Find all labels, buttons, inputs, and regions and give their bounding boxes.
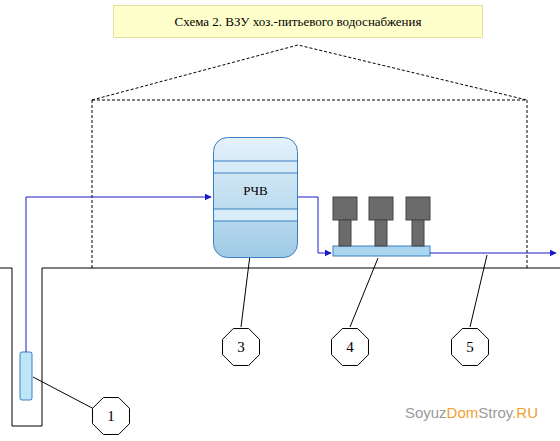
pump-group [333, 197, 430, 246]
building-outline [92, 45, 527, 268]
tank-label: РЧВ [243, 183, 267, 199]
octagon-outline [332, 329, 369, 366]
leader-lines [33, 255, 487, 409]
watermark-text: Soyuz [405, 404, 447, 421]
callout-number: 1 [107, 408, 115, 425]
supply-pipe [26, 197, 211, 352]
octagon-outline [93, 398, 130, 435]
leader-line [241, 258, 250, 327]
watermark: SoyuzDomStroy.RU [405, 404, 538, 421]
suction-pipe [298, 197, 331, 253]
tank-body [214, 138, 298, 258]
leader-line [350, 258, 378, 327]
callout-octagon: 1 [91, 396, 131, 436]
pump-body [375, 220, 387, 246]
wall-line [92, 100, 93, 268]
wall-line [527, 100, 528, 268]
watermark-text: .RU [512, 404, 538, 421]
leader-line [470, 255, 487, 327]
ceiling-line [92, 100, 527, 101]
diagram-title: Схема 2. ВЗУ хоз.-питьевого водоснабжени… [175, 14, 422, 30]
callout-number: 5 [466, 339, 474, 356]
tank-band [214, 209, 298, 221]
roof-line [92, 45, 527, 100]
pump-motor [369, 197, 393, 220]
leader-line [33, 377, 94, 409]
tank-node: РЧВ [213, 137, 298, 258]
callout-octagon: 5 [450, 327, 490, 367]
callout-number: 4 [346, 339, 354, 356]
pump-manifold [333, 246, 430, 256]
ground-and-well [0, 268, 560, 426]
tank-band [214, 161, 298, 173]
pump-body [412, 220, 424, 246]
pump-motor [333, 197, 357, 220]
title-box: Схема 2. ВЗУ хоз.-питьевого водоснабжени… [113, 5, 483, 38]
ground-line [0, 268, 560, 426]
octagon-outline [223, 329, 260, 366]
octagon-outline [452, 329, 489, 366]
callout-number: 3 [237, 339, 245, 356]
watermark-text: Stroy [478, 404, 512, 421]
pump-body [339, 220, 351, 246]
callout-octagon: 3 [221, 327, 261, 367]
watermark-text: Dom [447, 404, 479, 421]
well-pump [20, 352, 32, 400]
pump-motor [406, 197, 430, 220]
callout-octagon: 4 [330, 327, 370, 367]
outlet-pipe [430, 253, 556, 254]
